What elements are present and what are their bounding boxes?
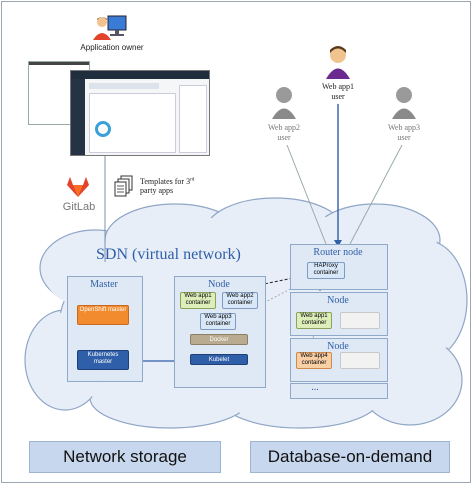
node-more-ellipsis: ...	[311, 382, 319, 393]
web-app3-user-line1: Web app3	[387, 123, 420, 132]
database-on-demand-box: Database-on-demand	[250, 441, 450, 473]
web-app2-user-line2: user	[277, 133, 291, 142]
haproxy-container: HAProxy container	[307, 262, 345, 279]
openshift-master: OpenShift master	[77, 305, 129, 325]
templates-sup: rd	[190, 177, 195, 183]
node-main-kubelet: Kubelet	[190, 354, 248, 365]
templates-label: Templates for 3rd party apps	[140, 177, 210, 195]
app-owner-icon	[90, 14, 130, 42]
node-main-webapp1-container: Web app1 container	[180, 292, 216, 309]
node-a-title: Node	[327, 295, 349, 306]
app-owner-label: Application owner	[80, 43, 144, 52]
node-b-webapp4-container: Web app4 container	[296, 352, 332, 369]
web-app2-user-line1: Web app2	[267, 123, 300, 132]
kubernetes-master: Kubernetes master	[77, 350, 129, 370]
master-title: Master	[90, 279, 118, 290]
web-app2-user-icon	[270, 84, 298, 120]
gitlab-icon	[66, 176, 90, 198]
node-main-webapp2-container: Web app2 container	[222, 292, 258, 309]
templates-documents-icon	[114, 175, 134, 199]
web-app3-user-icon	[390, 84, 418, 120]
node-b-title: Node	[327, 341, 349, 352]
node-main-docker: Docker	[190, 334, 248, 345]
sdn-label: SDN (virtual network)	[96, 246, 241, 263]
node-a-webapp1-container: Web app1 container	[296, 312, 332, 329]
node-panel-more	[290, 383, 388, 399]
web-app1-user-line1: Web app1	[321, 82, 354, 91]
web-app3-user-line2: user	[397, 133, 411, 142]
network-storage-box: Network storage	[29, 441, 221, 473]
gitlab-label: GitLab	[62, 201, 96, 213]
node-b-empty-slot	[340, 352, 380, 369]
user2-arrow	[286, 144, 327, 245]
web-app1-user-line2: user	[331, 92, 345, 101]
node-main-title: Node	[208, 279, 230, 290]
user3-arrow	[349, 144, 403, 245]
web-app1-user-icon	[324, 44, 352, 80]
templates-line1: Templates for 3	[140, 177, 191, 186]
web-console-screenshot	[70, 70, 210, 156]
node-main-webapp3-container: Web app3 container	[200, 313, 236, 330]
router-node-title: Router node	[313, 247, 363, 258]
templates-line2: party apps	[140, 186, 174, 196]
node-a-empty-slot	[340, 312, 380, 329]
